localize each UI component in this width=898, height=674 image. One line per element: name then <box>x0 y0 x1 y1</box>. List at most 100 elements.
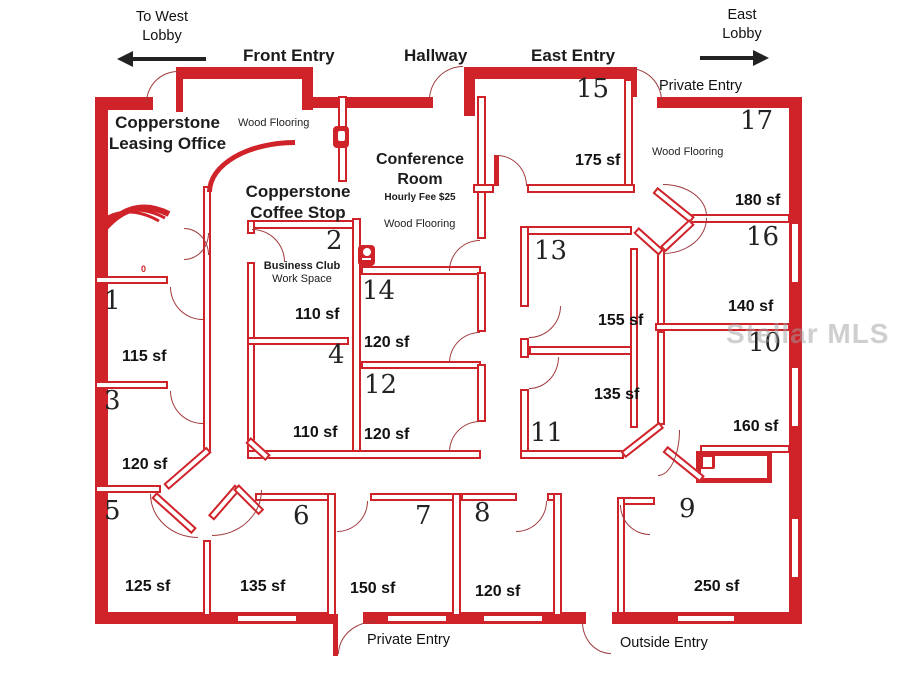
room-number: 14 <box>362 276 396 306</box>
wall <box>95 97 153 110</box>
east-arrow-icon <box>700 50 769 66</box>
hallway-label: Hallway <box>404 46 468 65</box>
east-entry-label: East Entry <box>531 46 616 65</box>
wall-fixture-icon <box>333 126 349 148</box>
wall <box>657 97 794 108</box>
window <box>676 614 736 623</box>
door-arc <box>663 218 707 254</box>
room17-flooring-label: Wood Flooring <box>652 146 724 158</box>
arch-feature <box>97 204 171 238</box>
room-number: 6 <box>293 501 310 531</box>
door-arc <box>449 421 480 452</box>
room-number: 12 <box>364 370 398 400</box>
conference-room-label: Conference Room <box>375 151 465 188</box>
room-number: 1 <box>104 286 121 316</box>
room-sf: 120 sf <box>364 426 410 443</box>
window <box>386 614 448 623</box>
wall <box>95 97 108 624</box>
business-club-subtitle: Work Space <box>272 273 332 285</box>
wall <box>302 67 313 110</box>
outside-entry-label: Outside Entry <box>620 635 708 651</box>
room-sf: 250 sf <box>694 578 740 595</box>
wall <box>520 338 529 358</box>
room-number: 5 <box>104 496 121 526</box>
private-entry-upper-label: Private Entry <box>659 78 742 94</box>
wall <box>547 493 555 501</box>
room-number: 11 <box>530 418 564 448</box>
wall <box>464 67 475 116</box>
wall <box>95 381 168 389</box>
door-arc <box>582 622 611 654</box>
room-number: 4 <box>328 340 345 370</box>
room-sf: 135 sf <box>594 386 640 403</box>
wall <box>461 493 517 501</box>
wall-fixture-icon <box>358 245 375 266</box>
door-arc <box>337 501 368 532</box>
room-sf: 135 sf <box>240 578 286 595</box>
room-sf: 120 sf <box>364 334 410 351</box>
door-arc <box>658 430 680 476</box>
room-number: 9 <box>679 494 696 524</box>
west-lobby-label: To West Lobby <box>135 9 189 44</box>
door-arc <box>529 306 561 338</box>
door-arc <box>170 391 203 424</box>
wall <box>203 540 211 616</box>
wall <box>203 186 211 452</box>
room-number: 15 <box>576 74 610 104</box>
leasing-flooring-label: Wood Flooring <box>238 117 310 129</box>
window <box>790 222 800 284</box>
room-sf: 120 sf <box>122 456 168 473</box>
room-sf: 180 sf <box>735 192 781 209</box>
door-arc <box>252 229 285 262</box>
door-arc <box>449 332 480 363</box>
door-arc <box>146 71 178 103</box>
wall <box>527 184 635 193</box>
door-arc <box>516 501 547 532</box>
room-number: 16 <box>746 222 780 252</box>
window <box>236 614 298 623</box>
room-sf: 140 sf <box>728 298 774 315</box>
door-arc <box>338 621 376 654</box>
wall <box>477 96 486 239</box>
window <box>482 614 544 623</box>
stove-icon <box>699 453 715 469</box>
wall-mark: 0 <box>141 264 147 274</box>
room-number: 3 <box>104 386 121 416</box>
wall <box>176 67 313 79</box>
room-number: 8 <box>474 498 491 528</box>
wall <box>477 364 486 422</box>
wall <box>176 67 183 112</box>
conference-fee-label: Hourly Fee $25 <box>384 192 456 203</box>
wall <box>520 226 529 307</box>
room-sf: 175 sf <box>575 152 621 169</box>
window <box>790 366 800 428</box>
wall <box>520 450 624 459</box>
wall <box>520 389 529 452</box>
wall <box>657 331 665 425</box>
door-arc <box>529 357 559 389</box>
door-arc <box>497 155 527 186</box>
wall <box>247 220 255 234</box>
wall <box>370 493 454 501</box>
room-sf: 125 sf <box>125 578 171 595</box>
wall <box>529 346 633 355</box>
room-sf: 110 sf <box>295 306 340 323</box>
wall <box>477 272 486 332</box>
wall <box>361 266 481 275</box>
coffee-stop-label: Copperstone Coffee Stop <box>245 182 351 223</box>
wall <box>617 497 625 614</box>
door-arc <box>429 66 463 100</box>
wall <box>247 262 255 452</box>
door-arc <box>629 68 662 101</box>
room-number: 7 <box>415 501 432 531</box>
room-sf: 115 sf <box>122 348 167 365</box>
wall <box>255 493 329 501</box>
east-lobby-label: East Lobby <box>722 7 762 42</box>
room-sf: 150 sf <box>350 580 396 597</box>
wall <box>657 248 665 326</box>
door-arc <box>663 184 707 216</box>
door-arc <box>449 240 480 271</box>
watermark: Stellar MLS <box>726 318 890 349</box>
door-arc <box>150 494 198 538</box>
